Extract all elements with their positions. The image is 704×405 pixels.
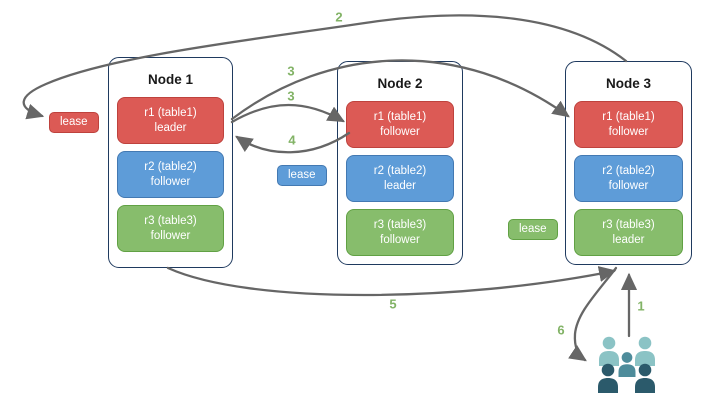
replica-name: r1 (table1) [373, 110, 427, 123]
replica-node3-r3: r3 (table3) leader [574, 209, 683, 256]
replica-node2-r1: r1 (table1) follower [346, 101, 454, 148]
replica-name: r2 (table2) [373, 164, 427, 177]
node-2: Node 2 r1 (table1) follower r2 (table2) … [337, 61, 463, 265]
replica-node2-r3: r3 (table3) follower [346, 209, 454, 256]
step-label-1: 1 [637, 298, 645, 314]
node-1: Node 1 r1 (table1) leader r2 (table2) fo… [108, 57, 233, 268]
node-3-title: Node 3 [605, 76, 651, 91]
arrow-step-3b [230, 103, 346, 124]
replica-role: leader [612, 233, 645, 246]
replica-role: leader [384, 179, 416, 192]
step-label-3b: 3 [287, 88, 295, 104]
step-label-3a: 3 [287, 63, 295, 79]
replica-name: r3 (table3) [602, 218, 655, 231]
replica-node1-r1: r1 (table1) leader [117, 97, 224, 144]
arrow-step-6 [568, 266, 618, 362]
replica-name: r1 (table1) [144, 106, 197, 119]
node-2-title: Node 2 [377, 76, 423, 91]
step-label-2: 2 [335, 9, 343, 25]
replica-role: follower [150, 229, 191, 242]
replica-node1-r3: r3 (table3) follower [117, 205, 224, 252]
replica-role: leader [154, 121, 187, 134]
replica-node1-r2: r2 (table2) follower [117, 151, 224, 198]
step-label-5: 5 [389, 296, 397, 312]
replica-name: r3 (table3) [144, 214, 197, 227]
lease-badge-red: lease [49, 112, 99, 133]
replica-node3-r1: r1 (table1) follower [574, 101, 683, 148]
step-label-6: 6 [557, 322, 565, 338]
node-1-title: Node 1 [147, 72, 193, 87]
users-group-icon [598, 336, 655, 393]
replica-role: follower [150, 175, 191, 188]
replica-node3-r2: r2 (table2) follower [574, 155, 683, 202]
replica-name: r1 (table1) [602, 110, 655, 123]
node-1-replicas: r1 (table1) leader r2 (table2) follower … [109, 97, 232, 252]
arrow-step-5 [166, 266, 617, 297]
replica-name: r3 (table3) [373, 218, 427, 231]
replica-role: follower [608, 125, 649, 138]
replica-name: r2 (table2) [602, 164, 655, 177]
replica-role: follower [380, 233, 420, 246]
node-3-replicas: r1 (table1) follower r2 (table2) followe… [566, 101, 691, 256]
replica-name: r2 (table2) [144, 160, 197, 173]
replica-node2-r2: r2 (table2) leader [346, 155, 454, 202]
lease-badge-green: lease [508, 219, 558, 240]
replica-role: follower [380, 125, 420, 138]
lease-badge-blue: lease [277, 165, 327, 186]
node-2-replicas: r1 (table1) follower r2 (table2) leader … [338, 101, 462, 256]
node-3: Node 3 r1 (table1) follower r2 (table2) … [565, 61, 692, 265]
step-label-4: 4 [288, 132, 296, 148]
replica-role: follower [608, 179, 649, 192]
